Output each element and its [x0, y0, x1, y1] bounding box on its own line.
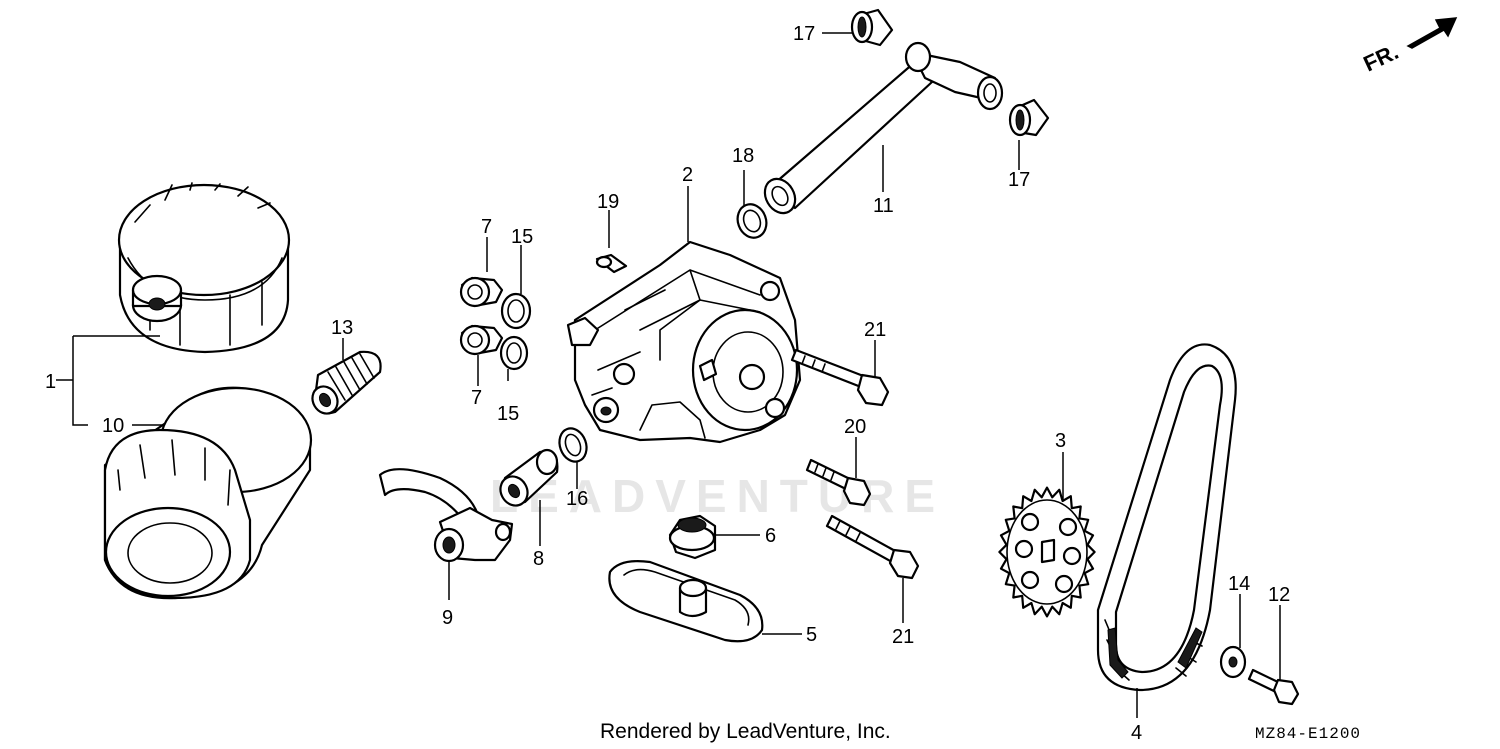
- oil-filter-cartridge[interactable]: [103, 386, 313, 600]
- leader-lines: [342, 32, 1281, 718]
- callout-17-upper: 17: [793, 23, 815, 45]
- bolt-short[interactable]: [805, 458, 872, 507]
- callout-20: 20: [844, 416, 866, 438]
- callout-15-upper: 15: [511, 226, 533, 248]
- forward-label: FR.: [1360, 39, 1403, 77]
- callout-15-lower: 15: [497, 403, 519, 425]
- filter-nipple[interactable]: [308, 350, 382, 418]
- o-ring-lower[interactable]: [499, 335, 529, 371]
- callout-18: 18: [732, 145, 754, 167]
- forward-arrow-icon: [1406, 17, 1458, 49]
- footer-credit: Rendered by LeadVenture, Inc.: [600, 720, 891, 743]
- callout-10: 10: [102, 415, 124, 437]
- callout-11: 11: [873, 195, 894, 217]
- bolt-long-lower[interactable]: [825, 514, 920, 580]
- o-ring-small[interactable]: [555, 425, 591, 466]
- pipe-seal-ring-upper[interactable]: [850, 8, 894, 47]
- callout-5: 5: [806, 624, 817, 646]
- callout-3: 3: [1055, 430, 1066, 452]
- o-ring-pipe[interactable]: [733, 200, 771, 242]
- oil-pipe[interactable]: [759, 41, 1004, 219]
- callout-19: 19: [597, 191, 619, 213]
- strainer-grommet[interactable]: [668, 514, 717, 560]
- flange-bolt[interactable]: [1247, 668, 1300, 706]
- callout-17-lower: 17: [1008, 169, 1030, 191]
- callout-7-lower: 7: [471, 387, 482, 409]
- diagram-code: MZ84-E1200: [1255, 725, 1361, 743]
- bolt-long-upper[interactable]: [790, 348, 890, 407]
- callout-14: 14: [1228, 573, 1250, 595]
- callout-1: 1: [45, 371, 56, 393]
- callout-8: 8: [533, 548, 544, 570]
- oil-pump-drive-chain[interactable]: [1096, 343, 1237, 692]
- forward-orientation: FR.: [1360, 17, 1458, 77]
- callout-13: 13: [331, 317, 353, 339]
- collar-pin[interactable]: [595, 253, 628, 274]
- callout-16: 16: [566, 488, 588, 510]
- callout-labels: 17 17 11 18 2 19 7 15 7 15 13 1 10 21 20…: [45, 23, 1290, 744]
- oil-pump-sprocket[interactable]: [998, 486, 1096, 618]
- dowel-pin-upper[interactable]: [459, 276, 504, 308]
- callout-12: 12: [1268, 584, 1290, 606]
- oil-pipe-elbow[interactable]: [378, 468, 514, 563]
- o-ring-upper[interactable]: [500, 292, 532, 330]
- pipe-seal-ring-lower[interactable]: [1008, 98, 1050, 137]
- oil-strainer[interactable]: [608, 560, 764, 643]
- washer[interactable]: [1219, 645, 1247, 679]
- watermark: LEADVENTURE: [490, 470, 945, 522]
- callout-7-upper: 7: [481, 216, 492, 238]
- dowel-pin-lower[interactable]: [459, 324, 504, 356]
- callout-4: 4: [1131, 722, 1142, 744]
- callout-2: 2: [682, 164, 693, 186]
- oil-pump-assembly[interactable]: [566, 240, 802, 444]
- callout-21-lower: 21: [892, 626, 914, 648]
- oil-filter-wrench-cap[interactable]: [117, 182, 291, 354]
- callout-6: 6: [765, 525, 776, 547]
- callout-21-upper: 21: [864, 319, 886, 341]
- callout-9: 9: [442, 607, 453, 629]
- oil-pipe-joint[interactable]: [495, 448, 559, 510]
- callout-1-bracket: [56, 335, 165, 426]
